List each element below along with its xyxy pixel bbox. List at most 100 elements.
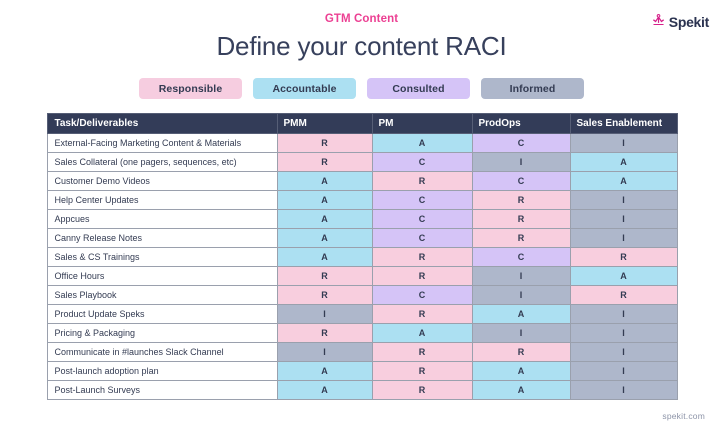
cell-raci-prodops: C (471, 133, 571, 153)
cell-task-name: Sales Playbook (46, 285, 278, 305)
cell-raci-prodops: A (471, 304, 571, 324)
cell-raci-pm: C (371, 152, 473, 172)
legend-label-responsible: Responsible (158, 82, 223, 95)
cell-task-name: Sales Collateral (one pagers, sequences,… (46, 152, 278, 172)
cell-raci-pmm: A (276, 380, 373, 400)
cell-raci-sales-enablement: R (569, 285, 678, 305)
page-title: Define your content RACI (216, 31, 507, 61)
cell-raci-pm: C (371, 285, 473, 305)
cell-raci-pmm: I (276, 342, 373, 362)
cell-raci-pm: A (371, 323, 473, 343)
cell-raci-prodops: I (471, 266, 571, 286)
cell-task-name: Post-Launch Surveys (46, 380, 278, 400)
cell-raci-pmm: A (276, 209, 373, 229)
cell-task-name: Office Hours (46, 266, 278, 286)
cell-raci-pmm: A (276, 228, 373, 248)
cell-raci-sales-enablement: I (569, 209, 678, 229)
cell-raci-sales-enablement: I (569, 190, 678, 210)
cell-raci-pmm: R (276, 323, 373, 343)
brand-logo: Spekit (651, 12, 709, 32)
brand-name: Spekit (668, 14, 710, 30)
cell-raci-prodops: I (471, 285, 571, 305)
legend-pill-accountable: Accountable (253, 78, 356, 99)
cell-raci-sales-enablement: I (569, 361, 678, 381)
cell-raci-sales-enablement: I (569, 342, 678, 362)
cell-raci-sales-enablement: A (569, 266, 678, 286)
cell-raci-prodops: C (471, 171, 571, 191)
cell-raci-pmm: R (276, 266, 373, 286)
cell-task-name: Communicate in #launches Slack Channel (46, 342, 278, 362)
footer-url: spekit.com (662, 411, 705, 421)
cell-raci-pm: R (371, 342, 473, 362)
cell-raci-pmm: I (276, 304, 373, 324)
cell-raci-sales-enablement: I (569, 304, 678, 324)
cell-raci-pm: R (371, 247, 473, 267)
cell-raci-prodops: R (471, 342, 571, 362)
cell-raci-prodops: I (471, 323, 571, 343)
cell-raci-sales-enablement: A (569, 171, 678, 191)
legend-pill-consulted: Consulted (367, 78, 470, 99)
cell-raci-sales-enablement: I (569, 228, 678, 248)
column-header-prodops: ProdOps (471, 113, 571, 134)
cell-raci-pm: R (371, 380, 473, 400)
cell-task-name: Product Update Speks (46, 304, 278, 324)
cell-task-name: Help Center Updates (46, 190, 278, 210)
column-header-pmm: PMM (276, 113, 373, 134)
cell-raci-prodops: C (471, 247, 571, 267)
cell-raci-pm: R (371, 171, 473, 191)
cell-task-name: Canny Release Notes (46, 228, 278, 248)
cell-raci-sales-enablement: A (569, 152, 678, 172)
table-row: Sales Collateral (one pagers, sequences,… (46, 152, 678, 172)
cell-raci-sales-enablement: I (569, 323, 678, 343)
cell-raci-prodops: R (471, 228, 571, 248)
cell-task-name: External-Facing Marketing Content & Mate… (46, 133, 278, 153)
column-header-sales-enablement: Sales Enablement (569, 113, 678, 134)
cell-raci-pm: C (371, 209, 473, 229)
legend-pill-informed: Informed (481, 78, 584, 99)
cell-task-name: Appcues (46, 209, 278, 229)
column-header-task: Task/Deliverables (46, 113, 278, 134)
cell-raci-prodops: R (471, 209, 571, 229)
legend-label-consulted: Consulted (392, 82, 445, 95)
cell-raci-pm: C (371, 190, 473, 210)
cell-raci-pm: R (371, 304, 473, 324)
cell-raci-prodops: R (471, 190, 571, 210)
cell-raci-prodops: I (471, 152, 571, 172)
eyebrow-label: GTM Content (324, 13, 399, 25)
raci-table: Task/Deliverables PMM PM ProdOps Sales E… (46, 113, 678, 400)
cell-raci-pm: C (371, 228, 473, 248)
page-header: GTM Content Define your content RACI Spe… (0, 0, 723, 72)
cell-raci-pmm: R (276, 285, 373, 305)
raci-legend: Responsible Accountable Consulted Inform… (0, 78, 723, 99)
cell-raci-sales-enablement: I (569, 133, 678, 153)
cell-raci-pm: A (371, 133, 473, 153)
cell-raci-pm: R (371, 361, 473, 381)
cell-task-name: Pricing & Packaging (46, 323, 278, 343)
cell-raci-prodops: A (471, 380, 571, 400)
table-header-row: Task/Deliverables PMM PM ProdOps Sales E… (46, 113, 678, 134)
cell-raci-pmm: R (276, 133, 373, 153)
raci-table-container: Task/Deliverables PMM PM ProdOps Sales E… (46, 113, 678, 400)
cell-raci-pmm: R (276, 152, 373, 172)
raci-table-body: External-Facing Marketing Content & Mate… (46, 133, 678, 400)
cell-task-name: Post-launch adoption plan (46, 361, 278, 381)
cell-raci-sales-enablement: I (569, 380, 678, 400)
cell-raci-pmm: A (276, 247, 373, 267)
cell-raci-pmm: A (276, 361, 373, 381)
legend-label-informed: Informed (509, 82, 556, 95)
cell-task-name: Customer Demo Videos (46, 171, 278, 191)
spekit-logo-icon (651, 12, 666, 32)
cell-task-name: Sales & CS Trainings (46, 247, 278, 267)
cell-raci-prodops: A (471, 361, 571, 381)
